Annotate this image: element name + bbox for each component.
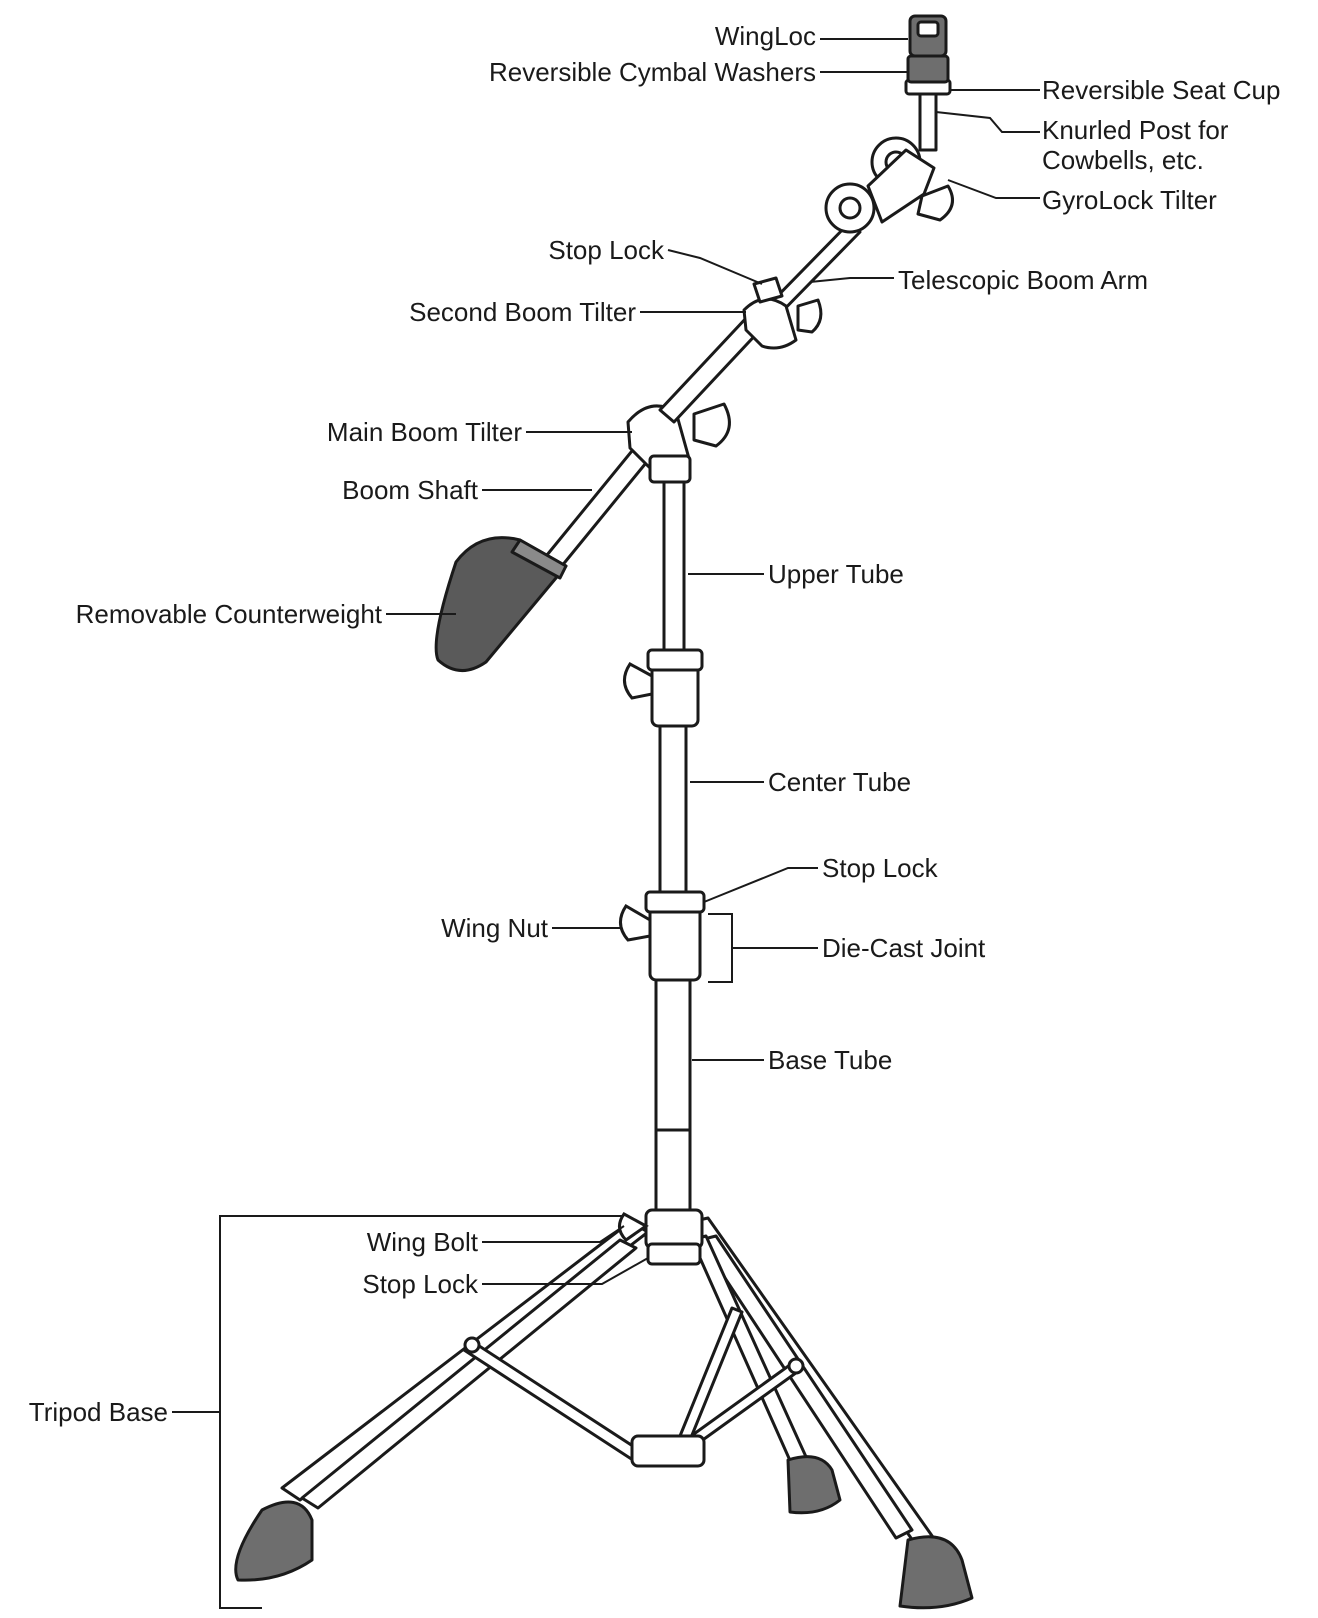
label-stop-lock-top: Stop Lock	[548, 235, 664, 265]
label-knurled-post-line1: Knurled Post for	[1042, 115, 1229, 145]
center-tube	[658, 706, 688, 900]
leader-stop-lock-top	[667, 249, 763, 285]
label-main-boom-tilter: Main Boom Tilter	[326, 417, 522, 447]
left-foot	[234, 1500, 314, 1582]
rear-foot	[786, 1455, 842, 1515]
label-second-boom-tilter: Second Boom Tilter	[409, 297, 636, 327]
main-tilter-wing	[692, 402, 731, 448]
left-leg-inner	[300, 1238, 638, 1510]
vertical-tubes	[618, 476, 706, 1266]
leader-knurled-post	[935, 111, 1040, 133]
label-center-tube: Center Tube	[768, 767, 912, 797]
leader-stop-lock-mid	[703, 867, 818, 903]
left-brace	[462, 1338, 644, 1464]
label-upper-tube: Upper Tube	[768, 559, 904, 589]
gyrolock-body	[866, 148, 936, 224]
knurled-post	[918, 90, 938, 152]
label-die-cast-joint: Die-Cast Joint	[822, 933, 986, 963]
leader-wing-bolt	[482, 1225, 625, 1243]
leader-gyrolock	[947, 179, 1040, 199]
label-gyrolock-tilter: GyroLock Tilter	[1042, 185, 1217, 215]
label-wing-bolt: Wing Bolt	[366, 1227, 478, 1257]
label-removable-counterweight: Removable Counterweight	[75, 599, 382, 629]
label-stop-lock-bottom: Stop Lock	[362, 1269, 478, 1299]
right-foot	[898, 1535, 974, 1610]
label-wingloc: WingLoc	[714, 21, 816, 51]
leader-stop-lock-bottom	[482, 1257, 649, 1285]
base-collar	[644, 1208, 704, 1250]
second-tilter-wing	[796, 298, 823, 334]
die-cast-joint-body	[648, 902, 702, 982]
wing-bolt-handle	[618, 1212, 649, 1242]
reversible-cymbal-washers	[906, 54, 950, 84]
base-stop-lock	[646, 1242, 702, 1266]
label-boom-shaft: Boom Shaft	[342, 475, 478, 505]
boom-assembly	[434, 14, 954, 672]
gyrolock-wing	[916, 184, 954, 222]
label-telescopic-boom-arm: Telescopic Boom Arm	[898, 265, 1148, 295]
die-cast-stop-lock	[644, 890, 706, 914]
wing-nut-handle	[619, 903, 652, 942]
label-wing-nut: Wing Nut	[441, 913, 548, 943]
right-front-leg-inner	[698, 1234, 914, 1540]
upper-joint-collar	[646, 648, 704, 672]
label-base-tube: Base Tube	[768, 1045, 893, 1075]
brace-hub	[630, 1434, 706, 1468]
upper-wing-nut	[623, 662, 654, 700]
base-tube	[654, 978, 692, 1230]
leader-telescopic	[809, 277, 894, 283]
rubber-feet	[234, 1455, 974, 1610]
counterweight	[434, 536, 568, 672]
upper-tube	[662, 476, 686, 660]
label-tripod-base: Tripod Base	[28, 1397, 168, 1427]
die-cast-bracket	[708, 913, 733, 983]
left-brace-pivot	[463, 1336, 481, 1354]
main-tilter-collar	[648, 454, 692, 484]
label-knurled-post-line2: Cowbells, etc.	[1042, 145, 1204, 175]
label-reversible-seat-cup: Reversible Seat Cup	[1042, 75, 1281, 105]
right-brace-pivot	[787, 1357, 805, 1375]
label-reversible-cymbal-washers: Reversible Cymbal Washers	[488, 57, 816, 87]
label-stop-lock-middle: Stop Lock	[822, 853, 938, 883]
leader-lines	[172, 38, 1040, 1609]
